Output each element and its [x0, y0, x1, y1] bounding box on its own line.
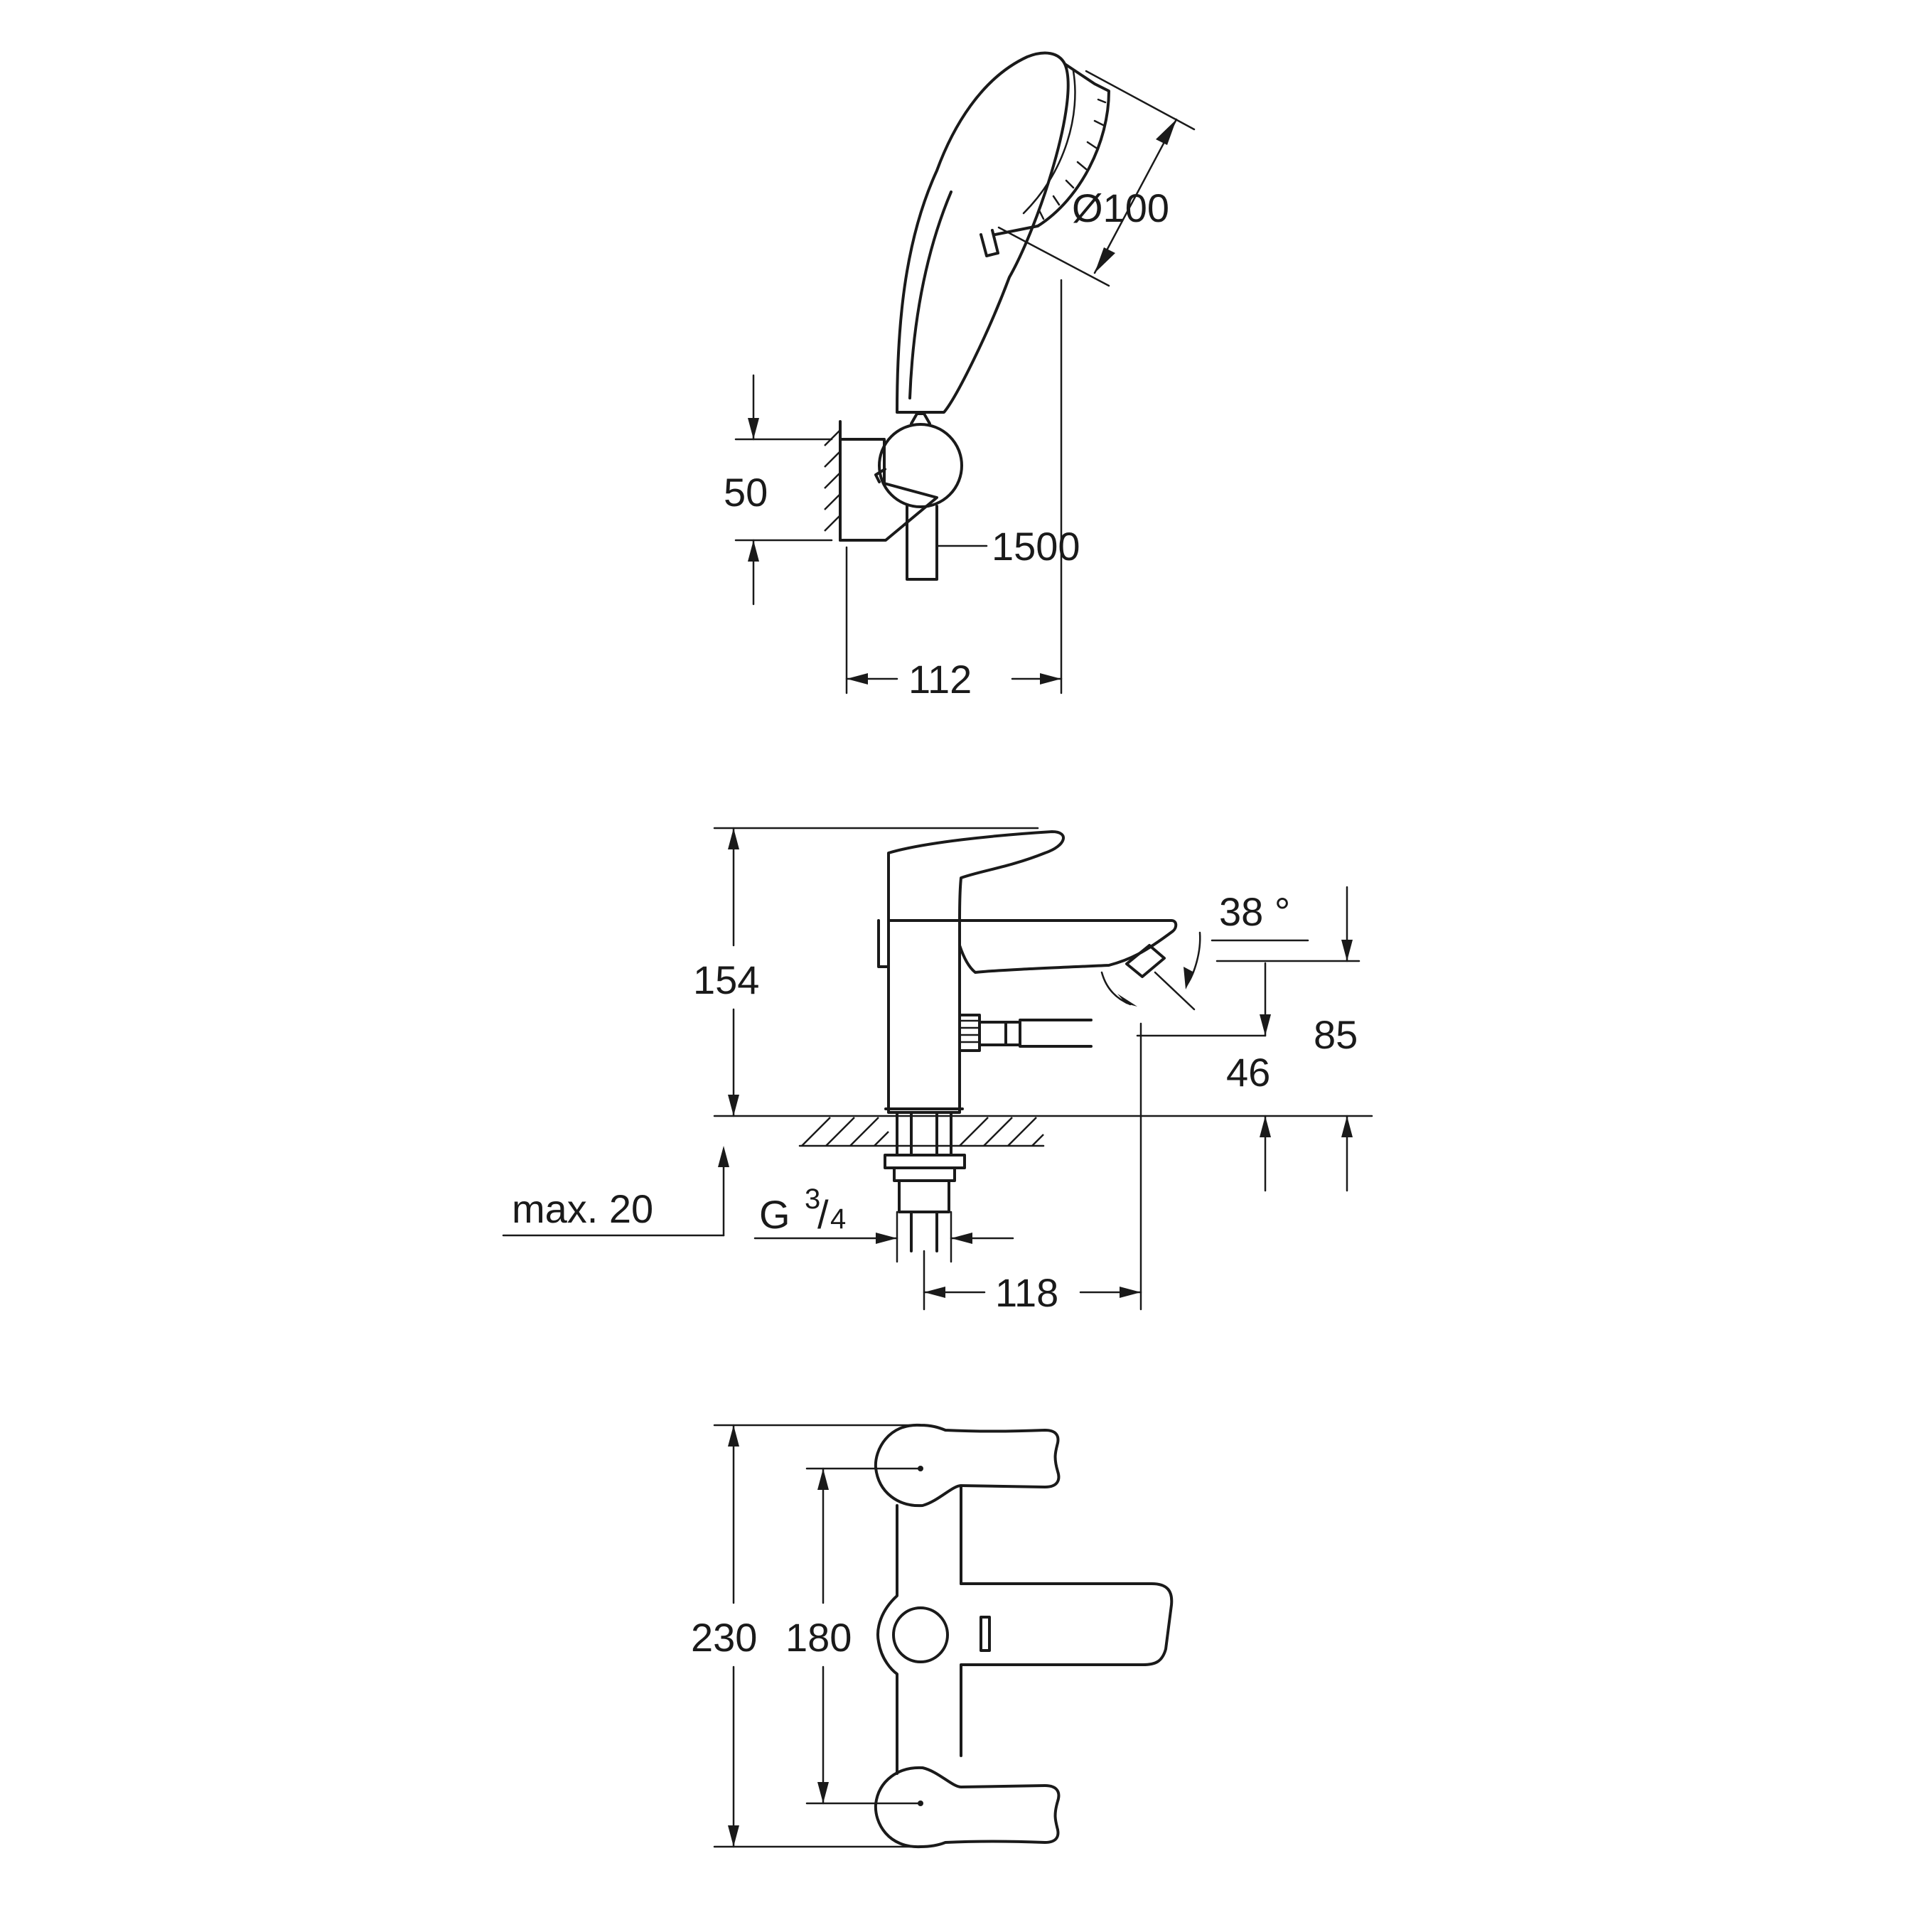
outlet-height-high-label: 85: [1314, 1012, 1358, 1057]
total-width-label: 230: [691, 1615, 757, 1660]
mixer-height-dimension: 154: [693, 827, 1039, 1117]
wall-hatch: [824, 420, 842, 542]
diverter-knob: [958, 1014, 981, 1052]
spout-aerator: [1125, 944, 1166, 978]
hand-shower-view: Ø100 50 1500 112: [724, 51, 1196, 702]
spout-reach-label: 118: [995, 1270, 1058, 1315]
holder-height-dimension: 50: [724, 374, 833, 606]
top-diverter: [892, 1606, 949, 1663]
mixer-side-view: 154 38 ° 46 85: [502, 827, 1373, 1315]
holder-height-label: 50: [724, 470, 768, 515]
thread-letter: G: [759, 1192, 790, 1237]
deck-hatch: [713, 1115, 1373, 1147]
centre-distance-label: 180: [785, 1615, 852, 1660]
thread-slash: /: [817, 1192, 829, 1237]
hose-length-dimension: 1500: [935, 524, 1080, 569]
outlet-height-dimensions: 46 85: [1136, 886, 1361, 1192]
shower-holder: [839, 438, 938, 542]
diameter-label: Ø100: [1072, 186, 1169, 230]
centre-distance-dimension: 180: [785, 1467, 922, 1805]
top-lever-lower: [874, 1766, 1061, 1849]
mixer-height-label: 154: [693, 957, 759, 1002]
top-indicator: [980, 1616, 991, 1652]
shower-head-face: [994, 63, 1110, 236]
top-lever-upper: [874, 1423, 1061, 1508]
hose-length-label: 1500: [992, 524, 1080, 569]
top-body: [876, 1504, 899, 1775]
holder-projection-dimension: 112: [845, 546, 1063, 702]
hose-stub: [906, 505, 938, 581]
mounting-stud: [884, 1111, 966, 1252]
spout-reach-dimension: 118: [923, 1022, 1142, 1315]
thread-numerator: 3: [805, 1184, 820, 1215]
mixer-top-view: 230 180: [691, 1423, 1174, 1849]
thread-denominator: 4: [830, 1203, 846, 1235]
outlet-height-low-label: 46: [1226, 1050, 1270, 1095]
mixer-spout: [958, 919, 1178, 974]
holder-projection-label: 112: [908, 657, 972, 702]
spray-nozzles: [1038, 98, 1107, 220]
deck-thickness-dimension: max. 20: [502, 1146, 729, 1237]
shower-handle: [896, 51, 1070, 414]
total-width-dimension: 230: [691, 1424, 922, 1848]
thread-size-dimension: G 3 / 4: [753, 1184, 1014, 1263]
spout-angle-dimension: 38 °: [1100, 889, 1309, 1011]
holder-knob: [878, 423, 963, 508]
mixer-body: [887, 919, 961, 1114]
mixer-lever: [887, 830, 1065, 922]
deck-thickness-label: max. 20: [512, 1186, 653, 1231]
spout-angle-label: 38 °: [1219, 889, 1290, 934]
head-diameter-dimension: Ø100: [997, 70, 1196, 287]
